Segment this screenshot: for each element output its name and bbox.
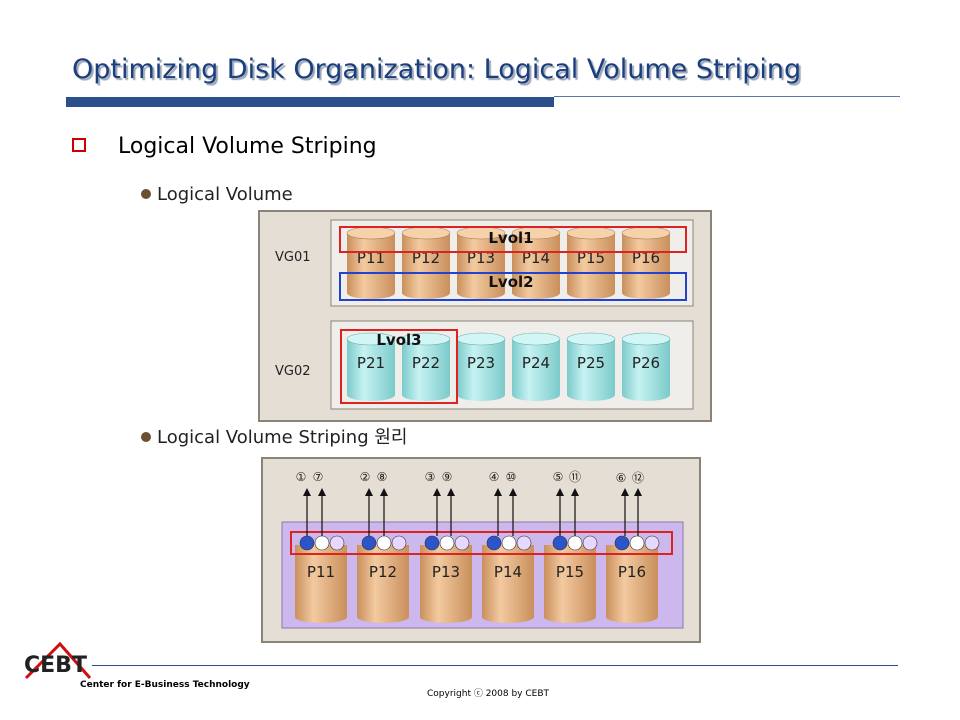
disk-p23: P23 (456, 332, 506, 401)
stripe-group-6: ⑥ ⑫ (614, 471, 660, 551)
lvol2-outline (339, 272, 687, 301)
order-label: ① (296, 470, 307, 484)
disk-label: P26 (632, 354, 660, 372)
disk-p16: P16 (621, 226, 671, 299)
disk-label: P12 (369, 563, 397, 581)
order-label: ⑩ (506, 470, 517, 484)
lvol3-label: Lvol3 (376, 331, 421, 349)
stripe-disk-p13: P13 (420, 545, 472, 623)
title-underline-rule (554, 96, 900, 97)
disk-label: P25 (577, 354, 605, 372)
stripe-group-1: ① ⑦ (296, 470, 345, 551)
disk-p25: P25 (566, 332, 616, 401)
title-underline-bar (66, 97, 554, 107)
section1-bullet-icon (141, 189, 151, 199)
vg02-disks: P21 P22 P23 P24 P25 P26 (346, 332, 671, 401)
cebt-logo: CEBT (24, 641, 92, 680)
stripe-group-3: ③ ⑨ (425, 470, 470, 551)
disk-label: P15 (556, 563, 584, 581)
order-label: ④ (489, 470, 500, 484)
logo-text: CEBT (24, 653, 87, 678)
disk-p12: P12 (401, 226, 451, 299)
stripe-disk-p15: P15 (544, 545, 596, 623)
striping-diagram: Logical Volume VG01 P11 P12 P13 P14 (141, 184, 712, 643)
stripe-blocks: ① ⑦ ② ⑧ ③ ⑨ (296, 470, 660, 551)
disk-label: P11 (357, 249, 385, 267)
order-label: ⑧ (377, 470, 388, 484)
vg01-disks: P11 P12 P13 P14 P15 P16 (346, 226, 671, 299)
stripe-disk-p14: P14 (482, 545, 534, 623)
order-label: ⑨ (442, 470, 453, 484)
bullet-text: Logical Volume Striping (118, 134, 377, 159)
square-bullet-icon (72, 138, 86, 152)
disk-p24: P24 (511, 332, 561, 401)
lvol3-outline (340, 329, 458, 404)
order-label: ⑫ (632, 471, 644, 485)
disk-p22: P22 (401, 332, 451, 401)
lvol1-label: Lvol1 (488, 229, 533, 247)
slide-title: Optimizing Disk Organization: Logical Vo… (72, 54, 802, 85)
section2-label: Logical Volume Striping 원리 (157, 427, 407, 448)
stripe-group-2: ② ⑧ (360, 470, 407, 551)
lvol2-label: Lvol2 (488, 273, 533, 291)
disk-label: P16 (618, 563, 646, 581)
disk-label: P23 (467, 354, 495, 372)
order-label: ③ (425, 470, 436, 484)
stripe-disk-p16: P16 (606, 545, 658, 623)
disk-label: P16 (632, 249, 660, 267)
disk-label: P12 (412, 249, 440, 267)
footer-rule (92, 665, 898, 666)
disk-label: P11 (307, 563, 335, 581)
section2-bullet-icon (141, 432, 151, 442)
disk-label: P13 (432, 563, 460, 581)
vg01-label: VG01 (275, 250, 311, 265)
disk-label: P24 (522, 354, 550, 372)
disk-label: P22 (412, 354, 440, 372)
disk-p11: P11 (346, 226, 396, 299)
stripe-disk-p12: P12 (357, 545, 409, 623)
order-label: ⑦ (313, 470, 324, 484)
disk-p21: P21 (346, 332, 396, 401)
section1-label: Logical Volume (157, 184, 293, 205)
lvol1-outline (339, 226, 687, 253)
vg02-label: VG02 (275, 364, 311, 379)
order-label: ⑥ (616, 471, 627, 485)
order-label: ⑪ (569, 470, 581, 484)
striping-disks: P11 P12 P13 P14 P15 P16 (295, 545, 658, 623)
disk-label: P13 (467, 249, 495, 267)
disk-p15: P15 (566, 226, 616, 299)
order-label: ⑤ (553, 470, 564, 484)
stripe-disk-p11: P11 (295, 545, 347, 623)
disk-label: P14 (494, 563, 522, 581)
footer-org: Center for E-Business Technology (80, 680, 250, 690)
disk-label: P14 (522, 249, 550, 267)
order-label: ② (360, 470, 371, 484)
footer-copyright: Copyright ⓒ 2008 by CEBT (427, 689, 550, 699)
disk-label: P15 (577, 249, 605, 267)
disk-label: P21 (357, 354, 385, 372)
stripe-outline (290, 531, 673, 555)
disk-p13: P13 (456, 226, 506, 299)
disk-p26: P26 (621, 332, 671, 401)
disk-p14: P14 (511, 226, 561, 299)
stripe-group-4: ④ ⑩ (486, 470, 532, 551)
stripe-group-5: ⑤ ⑪ (553, 470, 598, 551)
